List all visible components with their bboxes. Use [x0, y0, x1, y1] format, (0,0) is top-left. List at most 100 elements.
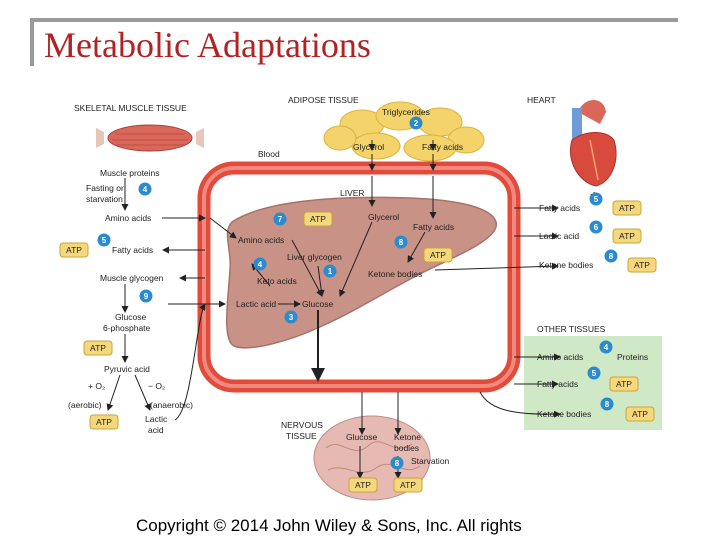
- step-muscle-glycogen: 9: [139, 289, 153, 303]
- label-other-fatty-acids: Fatty acids: [537, 379, 578, 389]
- svg-text:5: 5: [594, 195, 599, 204]
- step-muscle-fatty: 5: [97, 233, 111, 247]
- header-skeletal-muscle: SKELETAL MUSCLE TISSUE: [74, 103, 187, 113]
- label-heart-lactic-acid: Lactic acid: [539, 231, 579, 241]
- atp-muscle-aerobic: ATP: [89, 414, 119, 430]
- svg-text:ATP: ATP: [619, 203, 635, 213]
- svg-text:ATP: ATP: [355, 480, 371, 490]
- label-adipose-glycerol: Glycerol: [353, 142, 384, 152]
- svg-text:8: 8: [605, 400, 610, 409]
- step-nervous: 8: [390, 456, 404, 470]
- label-blood: Blood: [258, 149, 280, 159]
- svg-text:ATP: ATP: [616, 379, 632, 389]
- svg-text:ATP: ATP: [619, 231, 635, 241]
- label-minus-o2: − O₂: [148, 381, 165, 391]
- label-adipose-fatty-acids: Fatty acids: [422, 142, 463, 152]
- label-pyruvic-acid: Pyruvic acid: [104, 364, 150, 374]
- label-fasting-line1: Fasting or: [86, 183, 124, 193]
- svg-text:7: 7: [278, 215, 283, 224]
- header-liver: LIVER: [340, 188, 365, 198]
- svg-text:4: 4: [604, 343, 609, 352]
- svg-text:ATP: ATP: [634, 260, 650, 270]
- step-heart-lactic: 6: [589, 220, 603, 234]
- label-other-amino-acids: Amino acids: [537, 352, 583, 362]
- label-nervous-glucose: Glucose: [346, 432, 377, 442]
- label-liver-amino-acids: Amino acids: [238, 235, 284, 245]
- label-muscle-amino-acids: Amino acids: [105, 213, 151, 223]
- step-liver-amino: 7: [273, 212, 287, 226]
- label-nervous-ketone-line2: bodies: [394, 443, 419, 453]
- svg-text:4: 4: [258, 260, 263, 269]
- label-triglycerides: Triglycerides: [382, 107, 430, 117]
- atp-markers: ATP ATP ATP ATP ATP ATP ATP ATP ATP ATP …: [59, 200, 657, 493]
- step-other-amino: 4: [599, 340, 613, 354]
- header-nervous-line2: TISSUE: [286, 431, 317, 441]
- svg-text:5: 5: [102, 236, 107, 245]
- label-liver-ketone-bodies: Ketone bodies: [368, 269, 422, 279]
- atp-other-ketone: ATP: [625, 406, 655, 422]
- label-muscle-proteins: Muscle proteins: [100, 168, 160, 178]
- label-liver-lactic-acid: Lactic acid: [236, 299, 276, 309]
- label-other-proteins: Proteins: [617, 352, 648, 362]
- svg-text:ATP: ATP: [96, 417, 112, 427]
- atp-liver-fatty: ATP: [423, 247, 453, 263]
- svg-text:6: 6: [594, 223, 599, 232]
- svg-text:ATP: ATP: [400, 480, 416, 490]
- title-rule-top: [30, 18, 678, 22]
- label-liver-fatty-acids: Fatty acids: [413, 222, 454, 232]
- header-heart: HEART: [527, 95, 556, 105]
- skeletal-muscle-illustration: [96, 124, 204, 152]
- svg-text:1: 1: [328, 267, 333, 276]
- atp-heart-lactic: ATP: [612, 228, 642, 244]
- slide-title: Metabolic Adaptations: [44, 25, 371, 65]
- header-adipose: ADIPOSE TISSUE: [288, 95, 359, 105]
- header-nervous-line1: NERVOUS: [281, 420, 323, 430]
- label-muscle-fatty-acids: Fatty acids: [112, 245, 153, 255]
- step-liver-glycogen: 1: [323, 264, 337, 278]
- step-markers: 2 4 5 9 7 8 4 1 3 5 6 8 4 5 8 8: [97, 116, 618, 470]
- svg-text:8: 8: [399, 238, 404, 247]
- svg-text:8: 8: [395, 459, 400, 468]
- step-other-fatty: 5: [587, 366, 601, 380]
- label-liver-glucose: Glucose: [302, 299, 333, 309]
- step-muscle-fasting: 4: [138, 182, 152, 196]
- blood-vessel-inner-highlight: [202, 166, 516, 388]
- label-heart-fatty-acids: Fatty acids: [539, 203, 580, 213]
- copyright-notice: Copyright © 2014 John Wiley & Sons, Inc.…: [136, 516, 522, 535]
- step-heart-ketone: 8: [604, 249, 618, 263]
- label-nervous-ketone-line1: Ketone: [394, 432, 421, 442]
- atp-muscle-fatty: ATP: [59, 242, 89, 258]
- step-heart-fatty: 5: [589, 192, 603, 206]
- atp-liver-amino: ATP: [303, 211, 333, 227]
- liver-organ: [226, 196, 497, 349]
- label-plus-o2: + O₂: [88, 381, 105, 391]
- header-other-tissues: OTHER TISSUES: [537, 324, 606, 334]
- heart-illustration: [570, 100, 617, 187]
- atp-heart-ketone: ATP: [627, 257, 657, 273]
- svg-text:5: 5: [592, 369, 597, 378]
- label-keto-acids: Keto acids: [257, 276, 297, 286]
- svg-text:ATP: ATP: [66, 245, 82, 255]
- step-liver-glucose: 3: [284, 310, 298, 324]
- label-lactic-line2: acid: [148, 425, 164, 435]
- step-other-ketone: 8: [600, 397, 614, 411]
- step-liver-keto: 4: [253, 257, 267, 271]
- label-glucose-line2: 6-phosphate: [103, 323, 151, 333]
- atp-other-fatty: ATP: [609, 376, 639, 392]
- svg-text:ATP: ATP: [310, 214, 326, 224]
- label-anaerobic: (anaerobic): [150, 400, 193, 410]
- atp-nervous-glucose: ATP: [348, 477, 378, 493]
- svg-text:4: 4: [143, 185, 148, 194]
- label-other-ketone-bodies: Ketone bodies: [537, 409, 591, 419]
- atp-muscle-pyruvic: ATP: [83, 340, 113, 356]
- svg-text:ATP: ATP: [90, 343, 106, 353]
- title-rule-left: [30, 18, 34, 66]
- label-muscle-glycogen: Muscle glycogen: [100, 273, 164, 283]
- label-heart-ketone-bodies: Ketone bodies: [539, 260, 593, 270]
- label-liver-glycerol: Glycerol: [368, 212, 399, 222]
- step-liver-fatty: 8: [394, 235, 408, 249]
- label-lactic-line1: Lactic: [145, 414, 168, 424]
- svg-text:9: 9: [144, 292, 149, 301]
- label-glucose-line1: Glucose: [115, 312, 146, 322]
